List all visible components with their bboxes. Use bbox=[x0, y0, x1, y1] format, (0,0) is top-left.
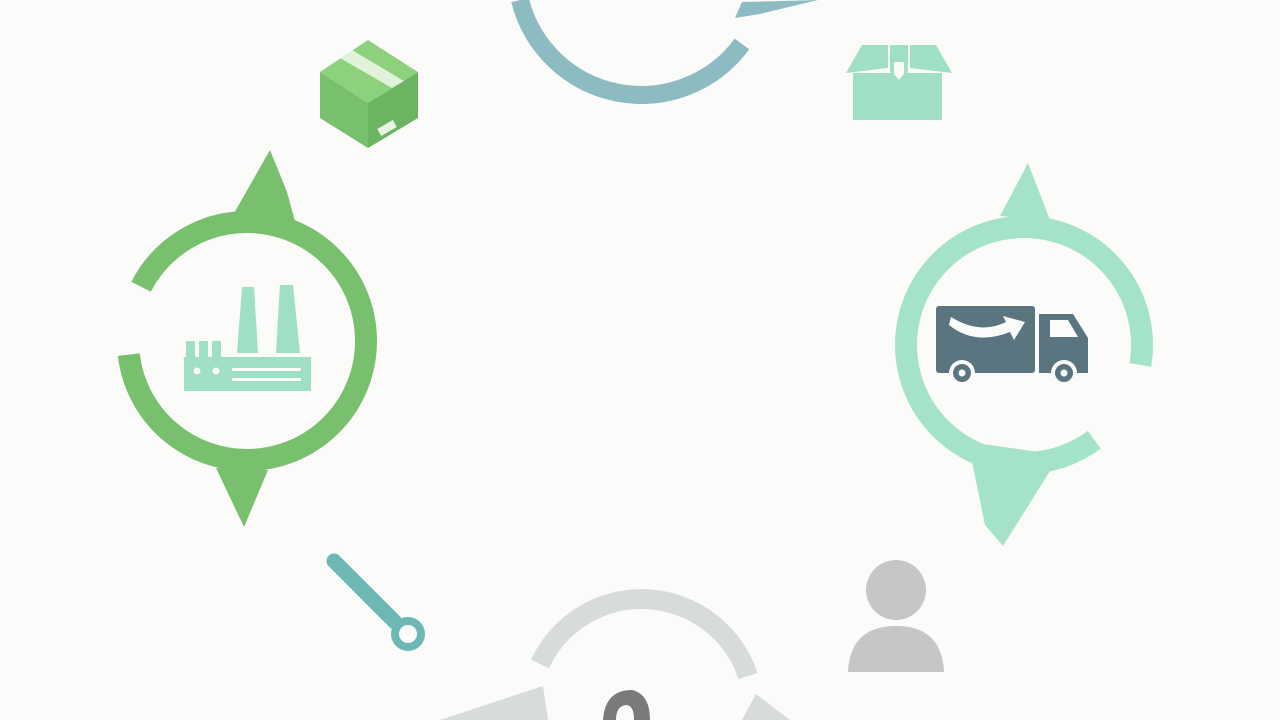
package-box-icon bbox=[320, 40, 418, 148]
open-box-icon bbox=[846, 45, 952, 120]
manufacturing-node bbox=[117, 150, 377, 527]
transport-node bbox=[895, 163, 1153, 546]
delivery-truck-icon bbox=[936, 306, 1088, 386]
top-cycle-node bbox=[511, 0, 818, 104]
service-node bbox=[440, 589, 790, 720]
person-icon bbox=[848, 560, 944, 672]
service-wrench-icon bbox=[603, 690, 650, 720]
wrench-icon bbox=[326, 553, 425, 651]
factory-icon bbox=[184, 285, 311, 391]
